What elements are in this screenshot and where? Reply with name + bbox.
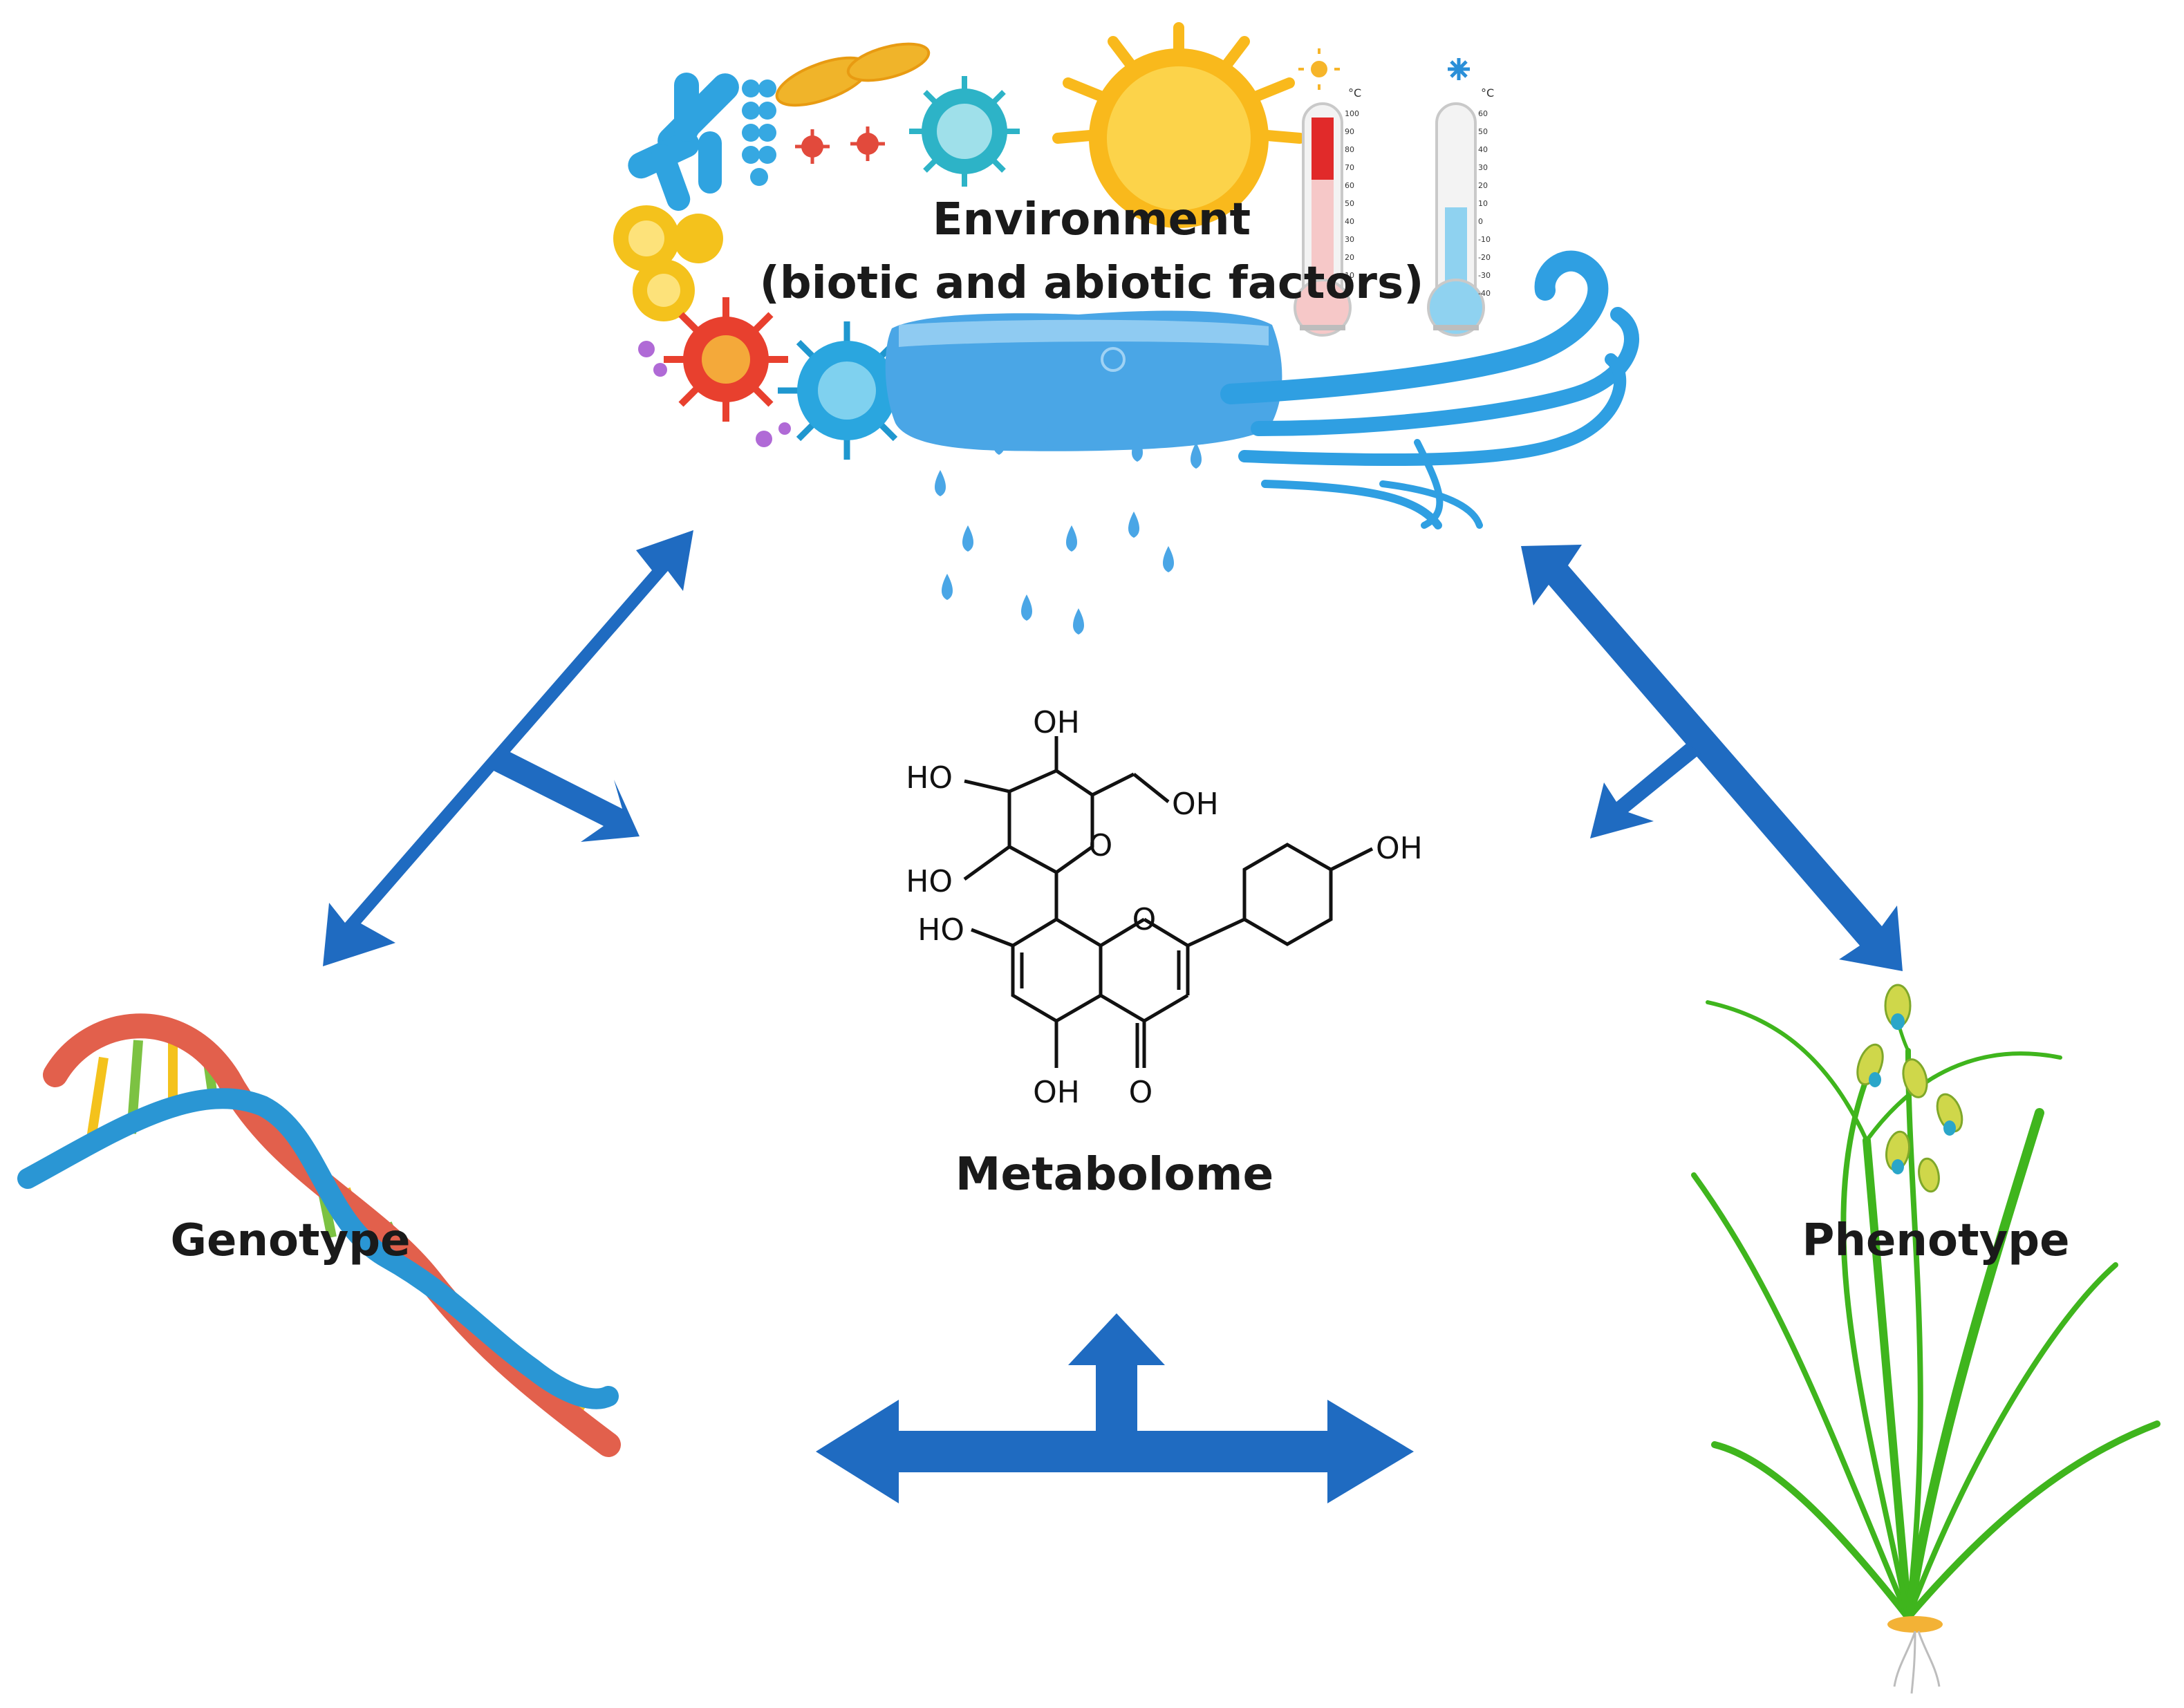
- cloud-icon: [885, 310, 1282, 451]
- group-oh-phenyl: OH: [1376, 831, 1423, 866]
- thermometer-scale-label: 90: [1345, 127, 1354, 136]
- plant-icon: [1691, 984, 2160, 1694]
- arrow-environment-phenotype: [1521, 545, 1903, 971]
- arrow-environment-genotype: [323, 530, 693, 966]
- thermometer-scale-label: 70: [1345, 163, 1354, 172]
- arrow-environment-genotype-branch: [484, 747, 640, 842]
- thermometer-scale-label: 100: [1345, 109, 1359, 118]
- thermometer-scale-label: 60: [1478, 109, 1488, 118]
- virus-blue: [778, 321, 916, 460]
- thermometer-scale-label: 20: [1478, 181, 1488, 190]
- group-ho-upper: HO: [906, 760, 953, 796]
- thermometer-scale-label: 10: [1478, 199, 1488, 208]
- thermometer-scale-label: 50: [1345, 199, 1354, 208]
- thermometer-cold-icon: °C 60 50 40 30 20 10 0 -10 -20 -30 -40: [1427, 58, 1494, 337]
- group-ho-ring: HO: [917, 912, 964, 948]
- thermometer-scale-label: 0: [1478, 217, 1483, 226]
- thermometer-scale-label: 50: [1478, 127, 1488, 136]
- group-o-sugar: O: [1089, 828, 1113, 863]
- arrow-environment-phenotype-branch: [1590, 743, 1701, 838]
- raindrops-icon: [935, 418, 1208, 635]
- microbes-icon: [613, 42, 1020, 460]
- thermometer-scale-label: -20: [1478, 253, 1491, 262]
- phenotype-label: Phenotype: [1802, 1215, 2070, 1266]
- arrow-genotype-phenotype: [816, 1400, 1414, 1503]
- wind-icon: [1220, 250, 1639, 529]
- thermometer-scale-label: 40: [1345, 217, 1354, 226]
- environment-subtitle: (biotic and abiotic factors): [759, 258, 1424, 309]
- thermometer-scale-label: 80: [1345, 145, 1354, 154]
- virus-red: [664, 297, 788, 422]
- group-o-keto: O: [1129, 1075, 1153, 1110]
- thermometer-scale-label: -40: [1478, 289, 1491, 298]
- metabolome-label: Metabolome: [955, 1147, 1274, 1201]
- group-oh-bottom: OH: [1033, 1075, 1080, 1110]
- thermometer-scale-label: 30: [1478, 163, 1488, 172]
- thermometer-scale-label: 40: [1478, 145, 1488, 154]
- virus-teal: [909, 76, 1020, 187]
- thermometer-scale-label: 20: [1345, 253, 1354, 262]
- group-oh-ch2: OH: [1172, 787, 1219, 822]
- thermometer-scale-label: 0: [1345, 289, 1350, 298]
- environment-title: Environment: [932, 194, 1251, 245]
- genotype-label: Genotype: [170, 1215, 411, 1266]
- thermometer-scale-label: -10: [1478, 235, 1491, 244]
- dna-helix-icon: [17, 1013, 621, 1457]
- group-ho-lower: HO: [906, 864, 953, 899]
- thermometer-cold-unit: °C: [1481, 86, 1494, 100]
- environment-label: Environment (biotic and abiotic factors): [760, 188, 1424, 315]
- thermometer-scale-label: 30: [1345, 235, 1354, 244]
- thermometer-scale-label: 60: [1345, 181, 1354, 190]
- thermometer-scale-label: -30: [1478, 271, 1491, 280]
- metabolome-molecule-labels: OH HO OH HO OH HO OH O O O: [906, 705, 1422, 1110]
- group-oh-top: OH: [1033, 705, 1080, 740]
- group-o-ring: O: [1132, 902, 1157, 937]
- sun-icon: [1052, 22, 1305, 228]
- thermometer-scale-label: 10: [1345, 271, 1354, 280]
- metabolome-molecule-structure: [963, 736, 1374, 1068]
- thermometer-hot-unit: °C: [1348, 86, 1361, 100]
- arrow-to-metabolome: [1068, 1313, 1165, 1432]
